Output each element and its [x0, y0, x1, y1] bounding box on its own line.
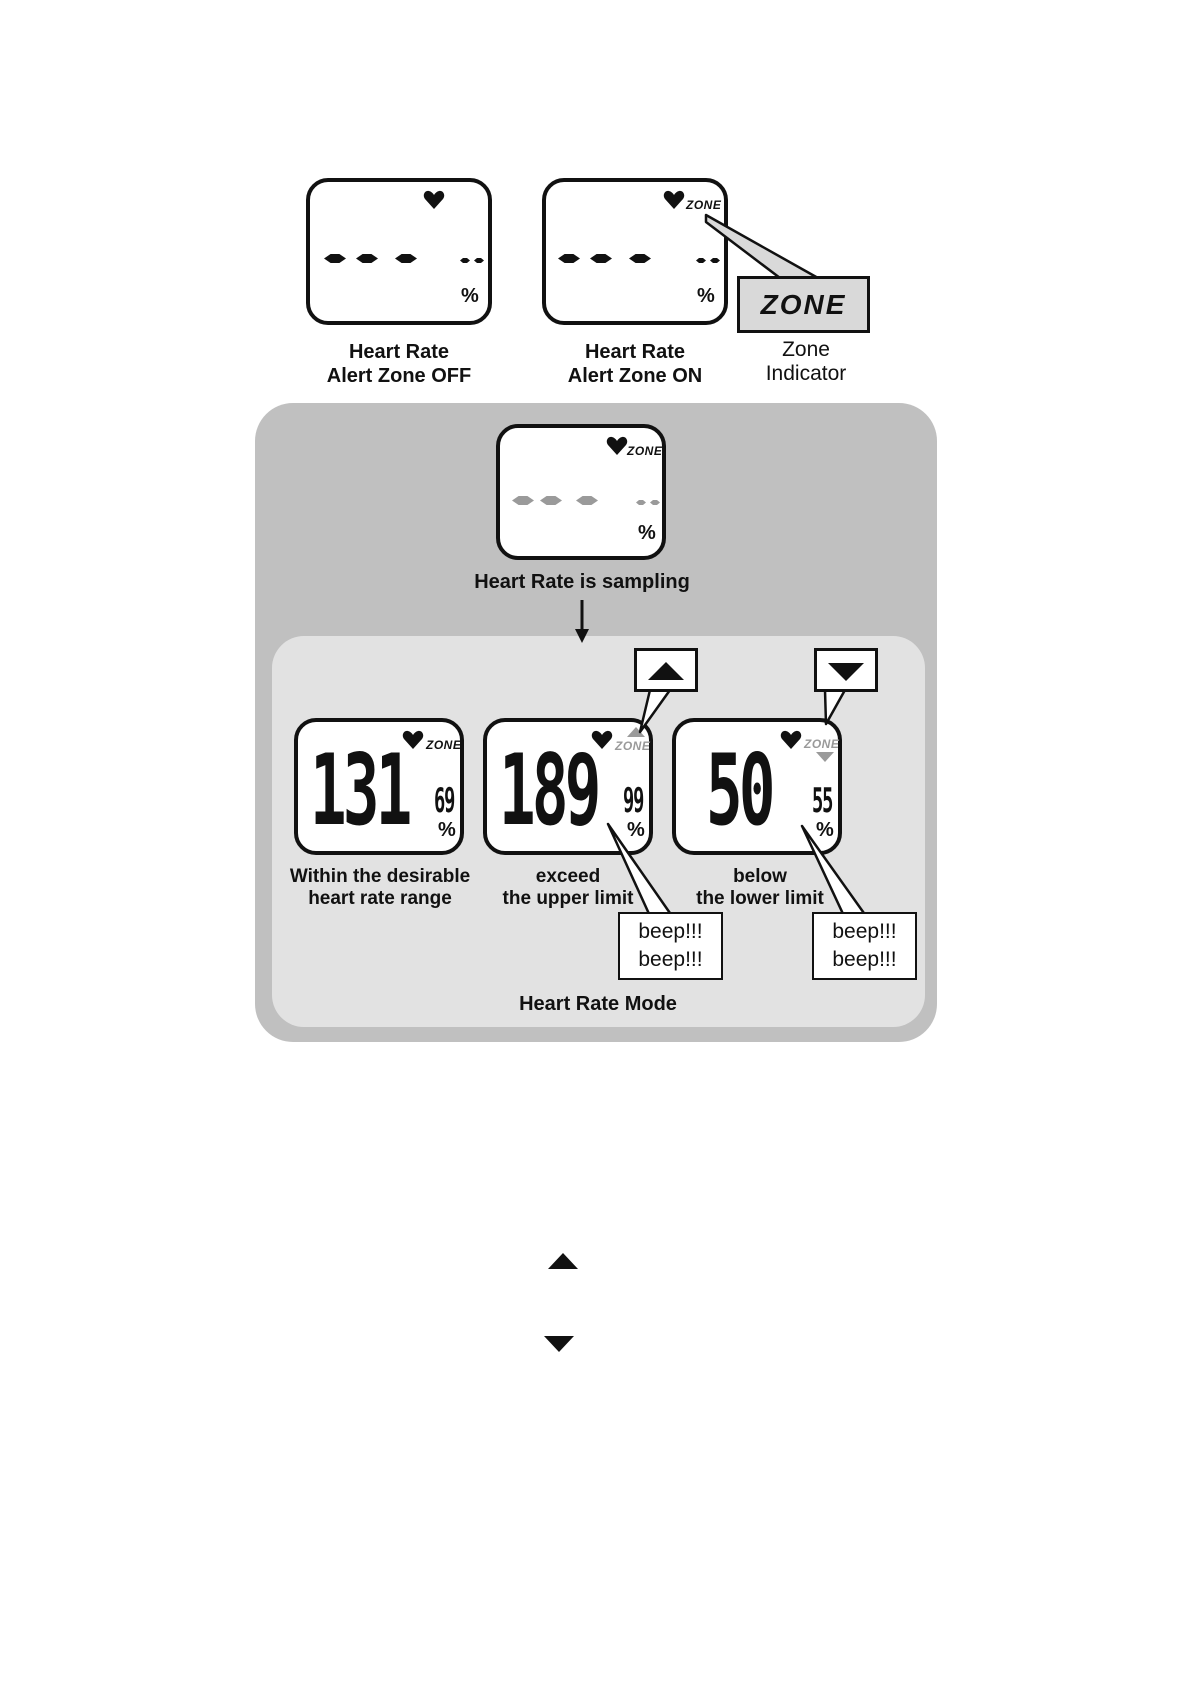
lcd-below-lower: ZONE 50 55 % — [672, 718, 842, 855]
heart-icon — [606, 436, 628, 456]
beep-line: beep!!! — [620, 918, 721, 946]
caption-below-lower: below the lower limit — [650, 866, 870, 910]
caption-line: exceed — [458, 866, 678, 888]
heart-icon — [780, 730, 802, 750]
lcd-dash-faded — [540, 496, 562, 505]
caption-line: below — [650, 866, 870, 888]
lcd-dash — [629, 254, 651, 263]
caption-alert-zone-on: Heart Rate Alert Zone ON — [532, 340, 738, 388]
caption-sampling: Heart Rate is sampling — [432, 570, 732, 594]
percent-label: % — [461, 285, 479, 308]
caption-line: the upper limit — [458, 888, 678, 910]
caption-line: Heart Rate — [532, 340, 738, 364]
lcd-dash — [395, 254, 417, 263]
lower-limit-indicator-box — [814, 648, 878, 692]
lcd-dash-faded — [512, 496, 534, 505]
percent-label: % — [816, 819, 834, 842]
percent-label: % — [627, 819, 645, 842]
caption-line: Alert Zone OFF — [296, 364, 502, 388]
caption-line: the lower limit — [650, 888, 870, 910]
zone-indicator-label: ZONE — [740, 279, 867, 330]
lcd-small-dash — [696, 258, 706, 263]
lcd-exceed-upper: ZONE 189 99 % — [483, 718, 653, 855]
beep-alert-lower: beep!!! beep!!! — [812, 912, 917, 980]
caption-alert-zone-off: Heart Rate Alert Zone OFF — [296, 340, 502, 388]
beep-alert-upper: beep!!! beep!!! — [618, 912, 723, 980]
percent-value: 55 — [812, 784, 832, 818]
caption-line: Indicator — [731, 362, 881, 386]
heart-icon — [423, 190, 445, 210]
lcd-dash — [590, 254, 612, 263]
percent-value: 99 — [623, 784, 643, 818]
zone-label: ZONE — [686, 198, 721, 212]
heart-rate-value: 50 — [706, 742, 772, 840]
lcd-dash — [558, 254, 580, 263]
caption-zone-indicator: Zone Indicator — [731, 338, 881, 386]
caption-line: Alert Zone ON — [532, 364, 738, 388]
lcd-dash-faded — [576, 496, 598, 505]
upper-limit-indicator-box — [634, 648, 698, 692]
caption-heart-rate-mode: Heart Rate Mode — [448, 992, 748, 1016]
percent-label: % — [697, 285, 715, 308]
beep-line: beep!!! — [814, 946, 915, 974]
percent-label: % — [438, 819, 456, 842]
zone-label: ZONE — [426, 738, 461, 752]
heart-rate-value: 189 — [499, 742, 598, 840]
zone-label: ZONE — [627, 444, 662, 458]
percent-label: % — [638, 522, 656, 545]
zone-label-faded: ZONE — [804, 737, 839, 751]
down-triangle-icon — [828, 663, 864, 681]
caption-line: Zone — [731, 338, 881, 362]
lcd-alert-zone-off: % — [306, 178, 492, 325]
heart-icon — [663, 190, 685, 210]
lcd-small-dash-faded — [636, 500, 646, 505]
caption-exceed-upper: exceed the upper limit — [458, 866, 678, 910]
beep-line: beep!!! — [814, 918, 915, 946]
lcd-small-dash-faded — [650, 500, 660, 505]
up-triangle-icon — [648, 662, 684, 680]
zone-indicator-box: ZONE — [737, 276, 870, 333]
lcd-dash — [356, 254, 378, 263]
up-triangle-icon — [548, 1253, 578, 1269]
beep-line: beep!!! — [620, 946, 721, 974]
percent-value: 69 — [434, 784, 454, 818]
up-triangle-faded-icon — [627, 727, 645, 737]
down-triangle-faded-icon — [816, 752, 834, 762]
lcd-small-dash — [710, 258, 720, 263]
down-triangle-icon — [544, 1336, 574, 1352]
heart-rate-value: 131 — [310, 742, 409, 840]
caption-line: Heart Rate — [296, 340, 502, 364]
lcd-dash — [324, 254, 346, 263]
zone-label-faded: ZONE — [615, 739, 650, 753]
lcd-small-dash — [460, 258, 470, 263]
lcd-alert-zone-on: ZONE % — [542, 178, 728, 325]
lcd-small-dash — [474, 258, 484, 263]
lcd-sampling: ZONE % — [496, 424, 666, 560]
lcd-within-range: ZONE 131 69 % — [294, 718, 464, 855]
